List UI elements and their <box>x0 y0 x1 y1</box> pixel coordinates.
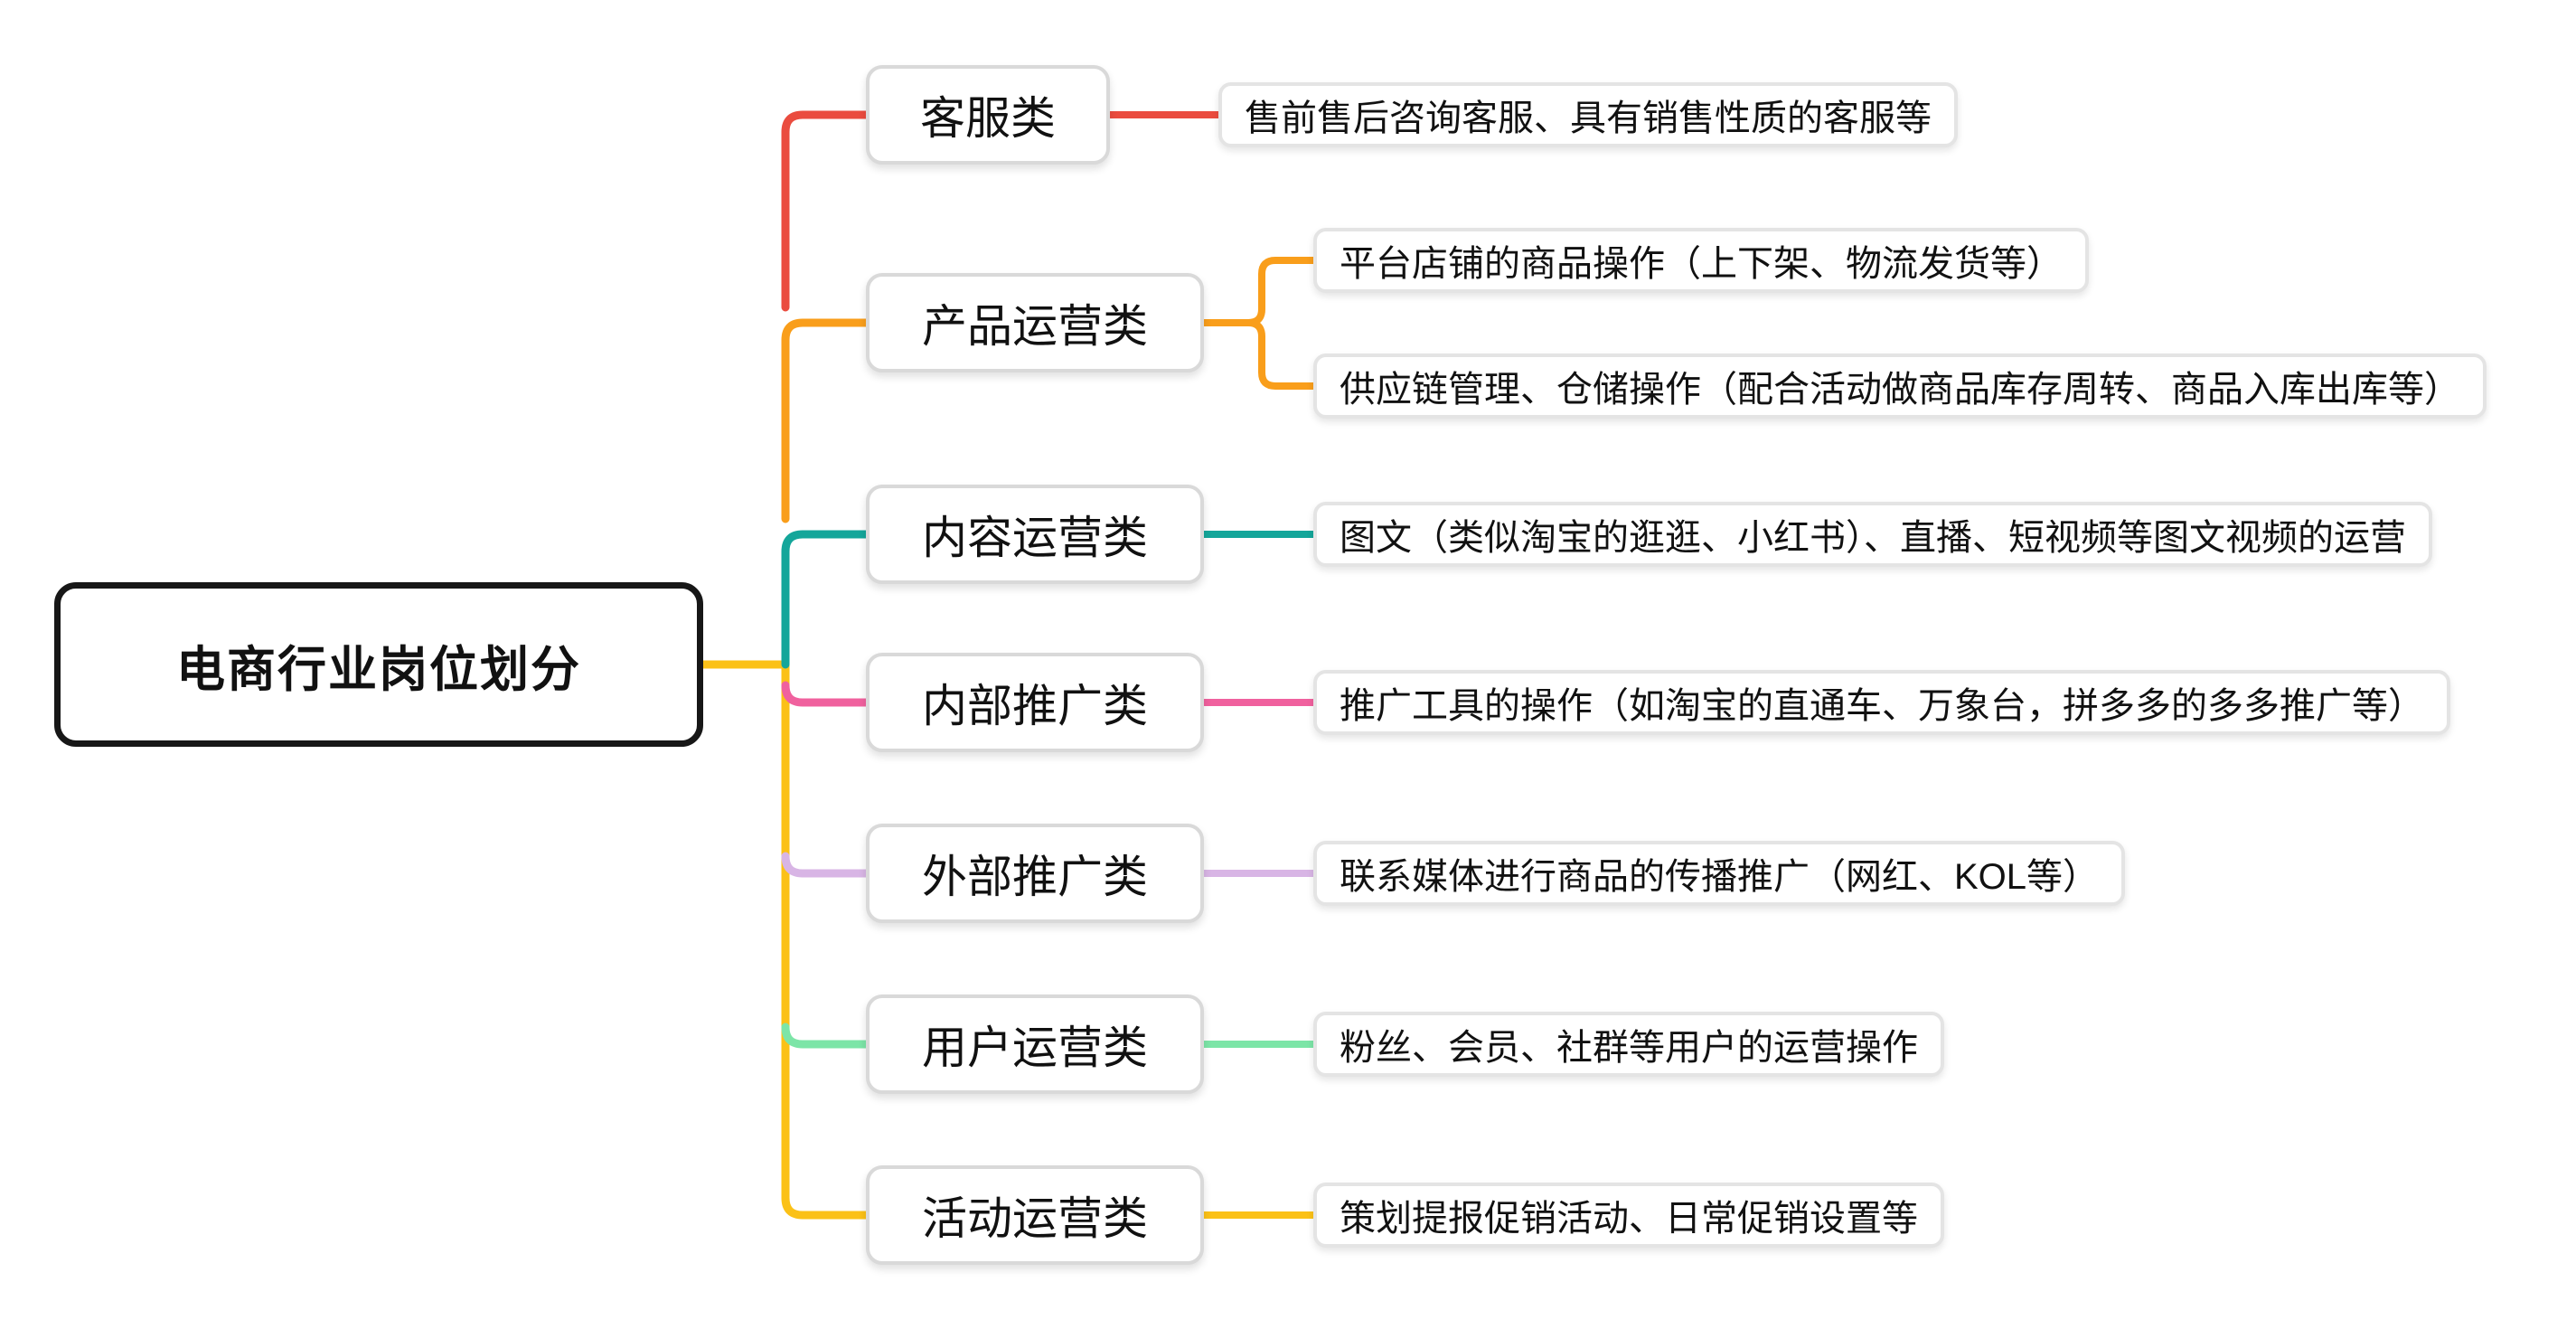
branch-node-internal-promotion[interactable]: 内部推广类 <box>866 653 1204 752</box>
child-label: 供应链管理、仓储操作（配合活动做商品库存周转、商品入库出库等） <box>1340 370 2460 410</box>
branch-node-user-operations[interactable]: 用户运营类 <box>866 994 1204 1094</box>
connector-branch-product-operations <box>781 318 870 523</box>
branch-node-campaign-operations[interactable]: 活动运营类 <box>866 1165 1204 1265</box>
child-node-content-operations-detail[interactable]: 图文（类似淘宝的逛逛、小红书）、直播、短视频等图文视频的运营 <box>1313 502 2432 567</box>
connector-branch-internal-promotion <box>781 681 870 707</box>
branch-label: 活动运营类 <box>922 1193 1148 1244</box>
connector-trunk-down <box>781 660 870 1220</box>
child-label: 售前售后咨询客服、具有销售性质的客服等 <box>1245 99 1932 138</box>
child-label: 推广工具的操作（如淘宝的直通车、万象台，拼多多的多多推广等） <box>1340 686 2424 726</box>
connector-branch-customer-service <box>781 110 870 312</box>
connector-child-product-operations-1 <box>1200 257 1317 326</box>
branch-label: 用户运营类 <box>922 1023 1148 1073</box>
child-node-product-operations-detail-1[interactable]: 平台店铺的商品操作（上下架、物流发货等） <box>1313 228 2089 293</box>
branch-node-content-operations[interactable]: 内容运营类 <box>866 485 1204 584</box>
branch-label: 客服类 <box>920 93 1056 144</box>
root-label: 电商行业岗位划分 <box>176 642 581 697</box>
child-label: 策划提报促销活动、日常促销设置等 <box>1340 1199 1918 1239</box>
child-label: 粉丝、会员、社群等用户的运营操作 <box>1340 1028 1918 1068</box>
branch-node-external-promotion[interactable]: 外部推广类 <box>866 824 1204 923</box>
branch-label: 外部推广类 <box>922 852 1148 902</box>
branch-label: 内部推广类 <box>922 681 1148 731</box>
child-node-campaign-operations-detail[interactable]: 策划提报促销活动、日常促销设置等 <box>1313 1183 1944 1248</box>
child-node-product-operations-detail-2[interactable]: 供应链管理、仓储操作（配合活动做商品库存周转、商品入库出库等） <box>1313 353 2487 419</box>
branch-label: 产品运营类 <box>922 301 1148 352</box>
child-node-user-operations-detail[interactable]: 粉丝、会员、社群等用户的运营操作 <box>1313 1012 1944 1077</box>
root-node[interactable]: 电商行业岗位划分 <box>54 582 703 747</box>
child-node-internal-promotion-detail[interactable]: 推广工具的操作（如淘宝的直通车、万象台，拼多多的多多推广等） <box>1313 670 2450 735</box>
connector-branch-external-promotion <box>781 852 870 878</box>
child-label: 平台店铺的商品操作（上下架、物流发货等） <box>1340 244 2063 284</box>
connector-branch-content-operations <box>781 530 870 669</box>
connector-child-product-operations-2 <box>1200 319 1317 390</box>
child-label: 图文（类似淘宝的逛逛、小红书）、直播、短视频等图文视频的运营 <box>1340 518 2406 558</box>
child-node-external-promotion-detail[interactable]: 联系媒体进行商品的传播推广（网红、KOL等） <box>1313 841 2126 906</box>
branch-label: 内容运营类 <box>922 513 1148 563</box>
branch-node-customer-service[interactable]: 客服类 <box>866 65 1110 165</box>
branch-node-product-operations[interactable]: 产品运营类 <box>866 273 1204 372</box>
child-label: 联系媒体进行商品的传播推广（网红、KOL等） <box>1340 857 2100 897</box>
child-node-customer-service-detail[interactable]: 售前售后咨询客服、具有销售性质的客服等 <box>1218 82 1958 147</box>
connector-branch-user-operations <box>781 1023 870 1049</box>
